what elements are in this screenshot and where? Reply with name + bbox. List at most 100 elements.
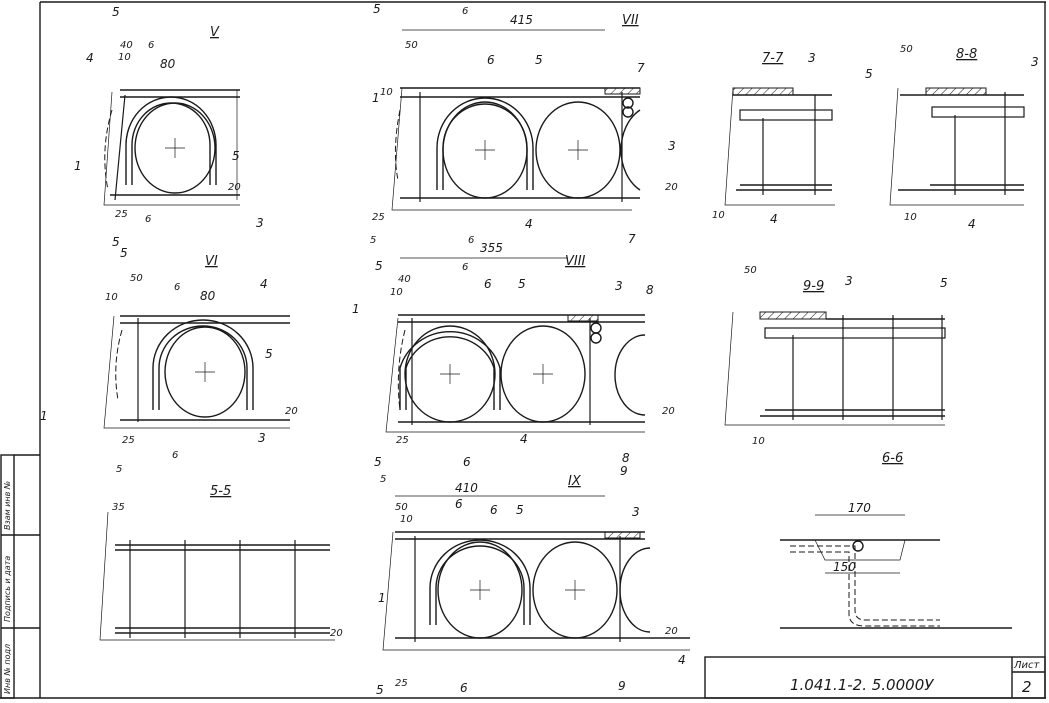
callout: 3 [845, 274, 853, 288]
view-title: VIII [565, 254, 586, 269]
callout: 6 [484, 277, 492, 291]
dimension: 20 [285, 406, 298, 417]
section-title: 8-8 [956, 47, 977, 62]
section-title: 6-6 [882, 451, 903, 466]
drawing-designation: 1.041.1-2. 5.0000У [790, 676, 934, 694]
section-mark: 8 [646, 283, 654, 297]
strip-inv-original: Инв № подл [3, 644, 12, 694]
section-mark: 5 [374, 455, 382, 469]
dimension: 50 [405, 40, 418, 51]
section-mark: 5 [370, 235, 376, 246]
dimension: 40 [398, 274, 411, 285]
view-title: IX [568, 474, 582, 489]
section-mark: 5 [373, 2, 381, 16]
dimension: 50 [744, 265, 757, 276]
dimension: 10 [400, 514, 413, 525]
callout: 6 [490, 503, 498, 517]
dimension: 150 [833, 560, 856, 574]
section-mark: 7 [637, 61, 645, 75]
callout: 5 [535, 53, 543, 67]
section-mark: 6 [148, 40, 154, 51]
dimension: 20 [662, 406, 675, 417]
dimension: 170 [848, 501, 871, 515]
section-5-5: 5-5 35 20 [99, 484, 343, 641]
callout: 3 [258, 431, 266, 445]
view-vi: VI 5 50 6 80 4 10 5 1 25 3 20 5 6 [40, 246, 298, 475]
section-mark: 5 [376, 683, 384, 697]
dimension: 25 [115, 209, 128, 220]
callout: 3 [256, 216, 264, 230]
dimension: 10 [712, 210, 725, 221]
callout: 5 [518, 277, 526, 291]
sheet-label: Лист [1013, 660, 1041, 671]
title-block: 1.041.1-2. 5.0000У Лист 2 [704, 656, 1046, 699]
view-title: VI [205, 254, 218, 269]
section-mark: 5 [112, 235, 120, 249]
callout: 5 [232, 149, 240, 163]
dimension: 410 [455, 481, 478, 495]
callout: 6 [487, 53, 495, 67]
section-title: 7-7 [762, 51, 784, 66]
dimension: 25 [395, 678, 408, 689]
side-strip: Взам инв № Подпись и дата Инв № подл [0, 454, 40, 699]
dimension: 415 [510, 13, 533, 27]
callout: 3 [1031, 55, 1039, 69]
view-v: V 5 40 6 10 80 4 1 5 25 3 20 5 6 [74, 5, 264, 249]
section-mark: 9 [620, 464, 628, 478]
view-title: V [210, 25, 220, 40]
callout: 5 [865, 67, 873, 81]
section-9-9: 9-9 50 3 5 10 [724, 265, 948, 447]
dimension: 25 [396, 435, 409, 446]
section-mark: 6 [463, 455, 471, 469]
section-mark: 6 [172, 450, 178, 461]
dimension: 25 [122, 435, 135, 446]
dimension: 20 [665, 626, 678, 637]
section-mark: 6 [460, 681, 468, 695]
section-mark: 5 [380, 474, 386, 485]
section-mark: 6 [468, 235, 474, 246]
callout: 3 [632, 505, 640, 519]
dimension: 20 [228, 182, 241, 193]
callout: 4 [520, 432, 528, 446]
callout: 5 [940, 276, 948, 290]
dimension: 80 [200, 289, 216, 303]
callout: 1 [378, 591, 386, 605]
dimension: 20 [330, 628, 343, 639]
dimension: 10 [752, 436, 765, 447]
section-title: 5-5 [210, 484, 231, 499]
section-mark: 6 [462, 6, 468, 17]
callout: 3 [615, 279, 623, 293]
section-mark: 5 [120, 246, 128, 260]
callout: 3 [668, 139, 676, 153]
callout: 4 [86, 51, 94, 65]
callout: 5 [516, 503, 524, 517]
callout: 4 [525, 217, 533, 231]
view-vii: VII 5 6 415 50 10 6 5 7 1 3 20 25 4 5 6 … [370, 2, 678, 246]
dimension: 10 [380, 87, 393, 98]
dimension: 25 [372, 212, 385, 223]
callout: 1 [352, 302, 360, 316]
section-mark: 5 [112, 5, 120, 19]
callout: 4 [678, 653, 686, 667]
section-mark: 6 [145, 214, 151, 225]
callout: 1 [40, 409, 48, 423]
section-mark: 5 [116, 464, 122, 475]
dimension: 50 [900, 44, 913, 55]
callout: 4 [770, 212, 778, 226]
callout: 1 [372, 91, 380, 105]
callout: 4 [968, 217, 976, 231]
dimension: 10 [105, 292, 118, 303]
callout: 5 [265, 347, 273, 361]
callout: 3 [808, 51, 816, 65]
dimension: 20 [665, 182, 678, 193]
dimension: 10 [904, 212, 917, 223]
section-title: 9-9 [803, 279, 824, 294]
section-mark: 6 [174, 282, 180, 293]
section-8-8: 8-8 50 5 3 4 10 [865, 44, 1039, 231]
dimension: 355 [480, 241, 503, 255]
section-mark: 6 [462, 262, 468, 273]
strip-replaced-inv: Взам инв № [3, 481, 12, 530]
dimension: 50 [130, 273, 143, 284]
section-mark: 6 [455, 497, 463, 511]
